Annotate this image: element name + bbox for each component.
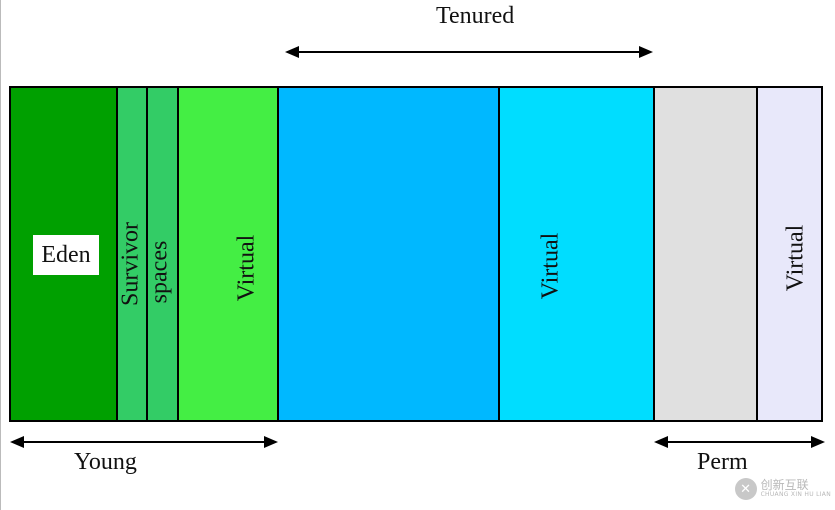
- perm-virtual-label: Virtual: [782, 224, 809, 292]
- arrowhead-left-icon: [654, 436, 668, 448]
- young-virtual-label: Virtual: [233, 234, 260, 302]
- eden-segment: Eden: [11, 88, 118, 420]
- tenured-label: Tenured: [436, 3, 515, 29]
- arrowhead-left-icon: [285, 46, 299, 58]
- arrowhead-right-icon: [811, 436, 825, 448]
- arrowhead-right-icon: [639, 46, 653, 58]
- perm-segment: [655, 88, 758, 420]
- arrow-shaft: [662, 441, 817, 443]
- young-span-arrow: [10, 436, 278, 448]
- tenured-segment: [279, 88, 500, 420]
- arrow-shaft: [293, 51, 645, 53]
- perm-virtual-segment: Virtual: [758, 88, 821, 420]
- watermark-title: 创新互联: [760, 478, 809, 493]
- arrow-shaft: [18, 441, 270, 443]
- tenured-virtual-label: Virtual: [537, 232, 564, 300]
- perm-span-arrow: [654, 436, 825, 448]
- left-frame-line: [0, 0, 1, 510]
- watermark: ✕ 创新互联 CHUANG XIN HU LIAN: [734, 478, 831, 500]
- watermark-subtitle: CHUANG XIN HU LIAN: [760, 491, 831, 499]
- survivor-space-1-segment: Survivor: [118, 88, 148, 420]
- young-virtual-segment: Virtual: [179, 88, 279, 420]
- survivor-space-2-segment: spaces: [146, 88, 179, 420]
- survivor-label: Survivor: [117, 222, 144, 306]
- tenured-virtual-segment: Virtual: [500, 88, 655, 420]
- arrowhead-left-icon: [10, 436, 24, 448]
- eden-label: Eden: [33, 235, 99, 275]
- spaces-label: spaces: [146, 240, 173, 304]
- perm-label: Perm: [697, 449, 748, 475]
- tenured-span-arrow: [285, 46, 653, 58]
- arrowhead-right-icon: [264, 436, 278, 448]
- logo-icon: ✕: [734, 478, 757, 500]
- heap-memory-bar: Eden Survivor spaces Virtual Virtual Vir…: [9, 86, 823, 422]
- young-label: Young: [74, 449, 137, 475]
